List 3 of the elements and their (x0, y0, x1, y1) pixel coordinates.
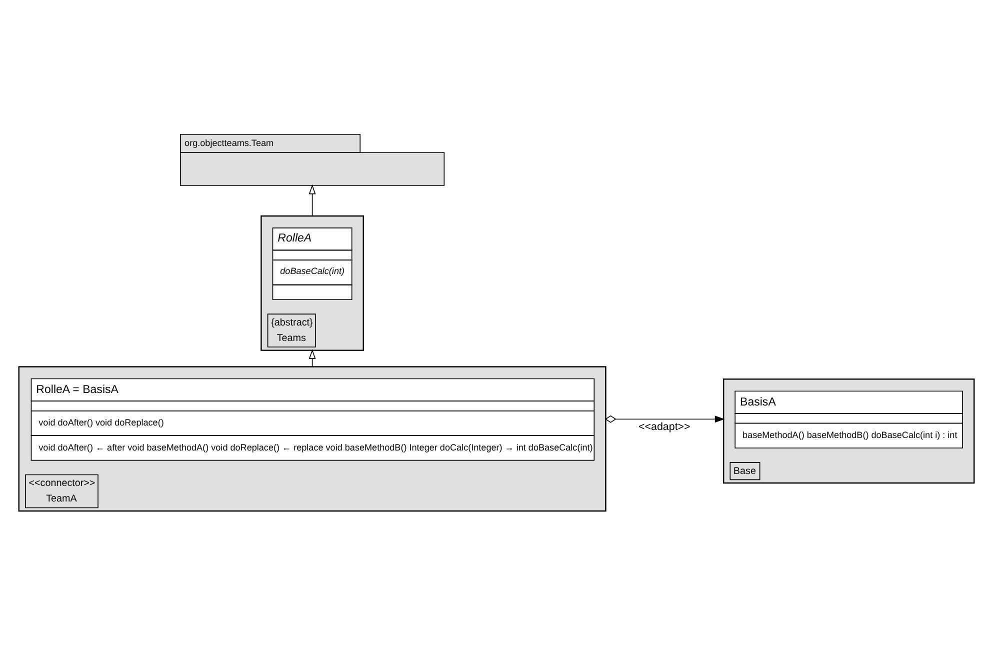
edge-label: <<adapt>> (638, 420, 690, 433)
arrow (308, 184, 316, 216)
arrow (604, 414, 724, 422)
